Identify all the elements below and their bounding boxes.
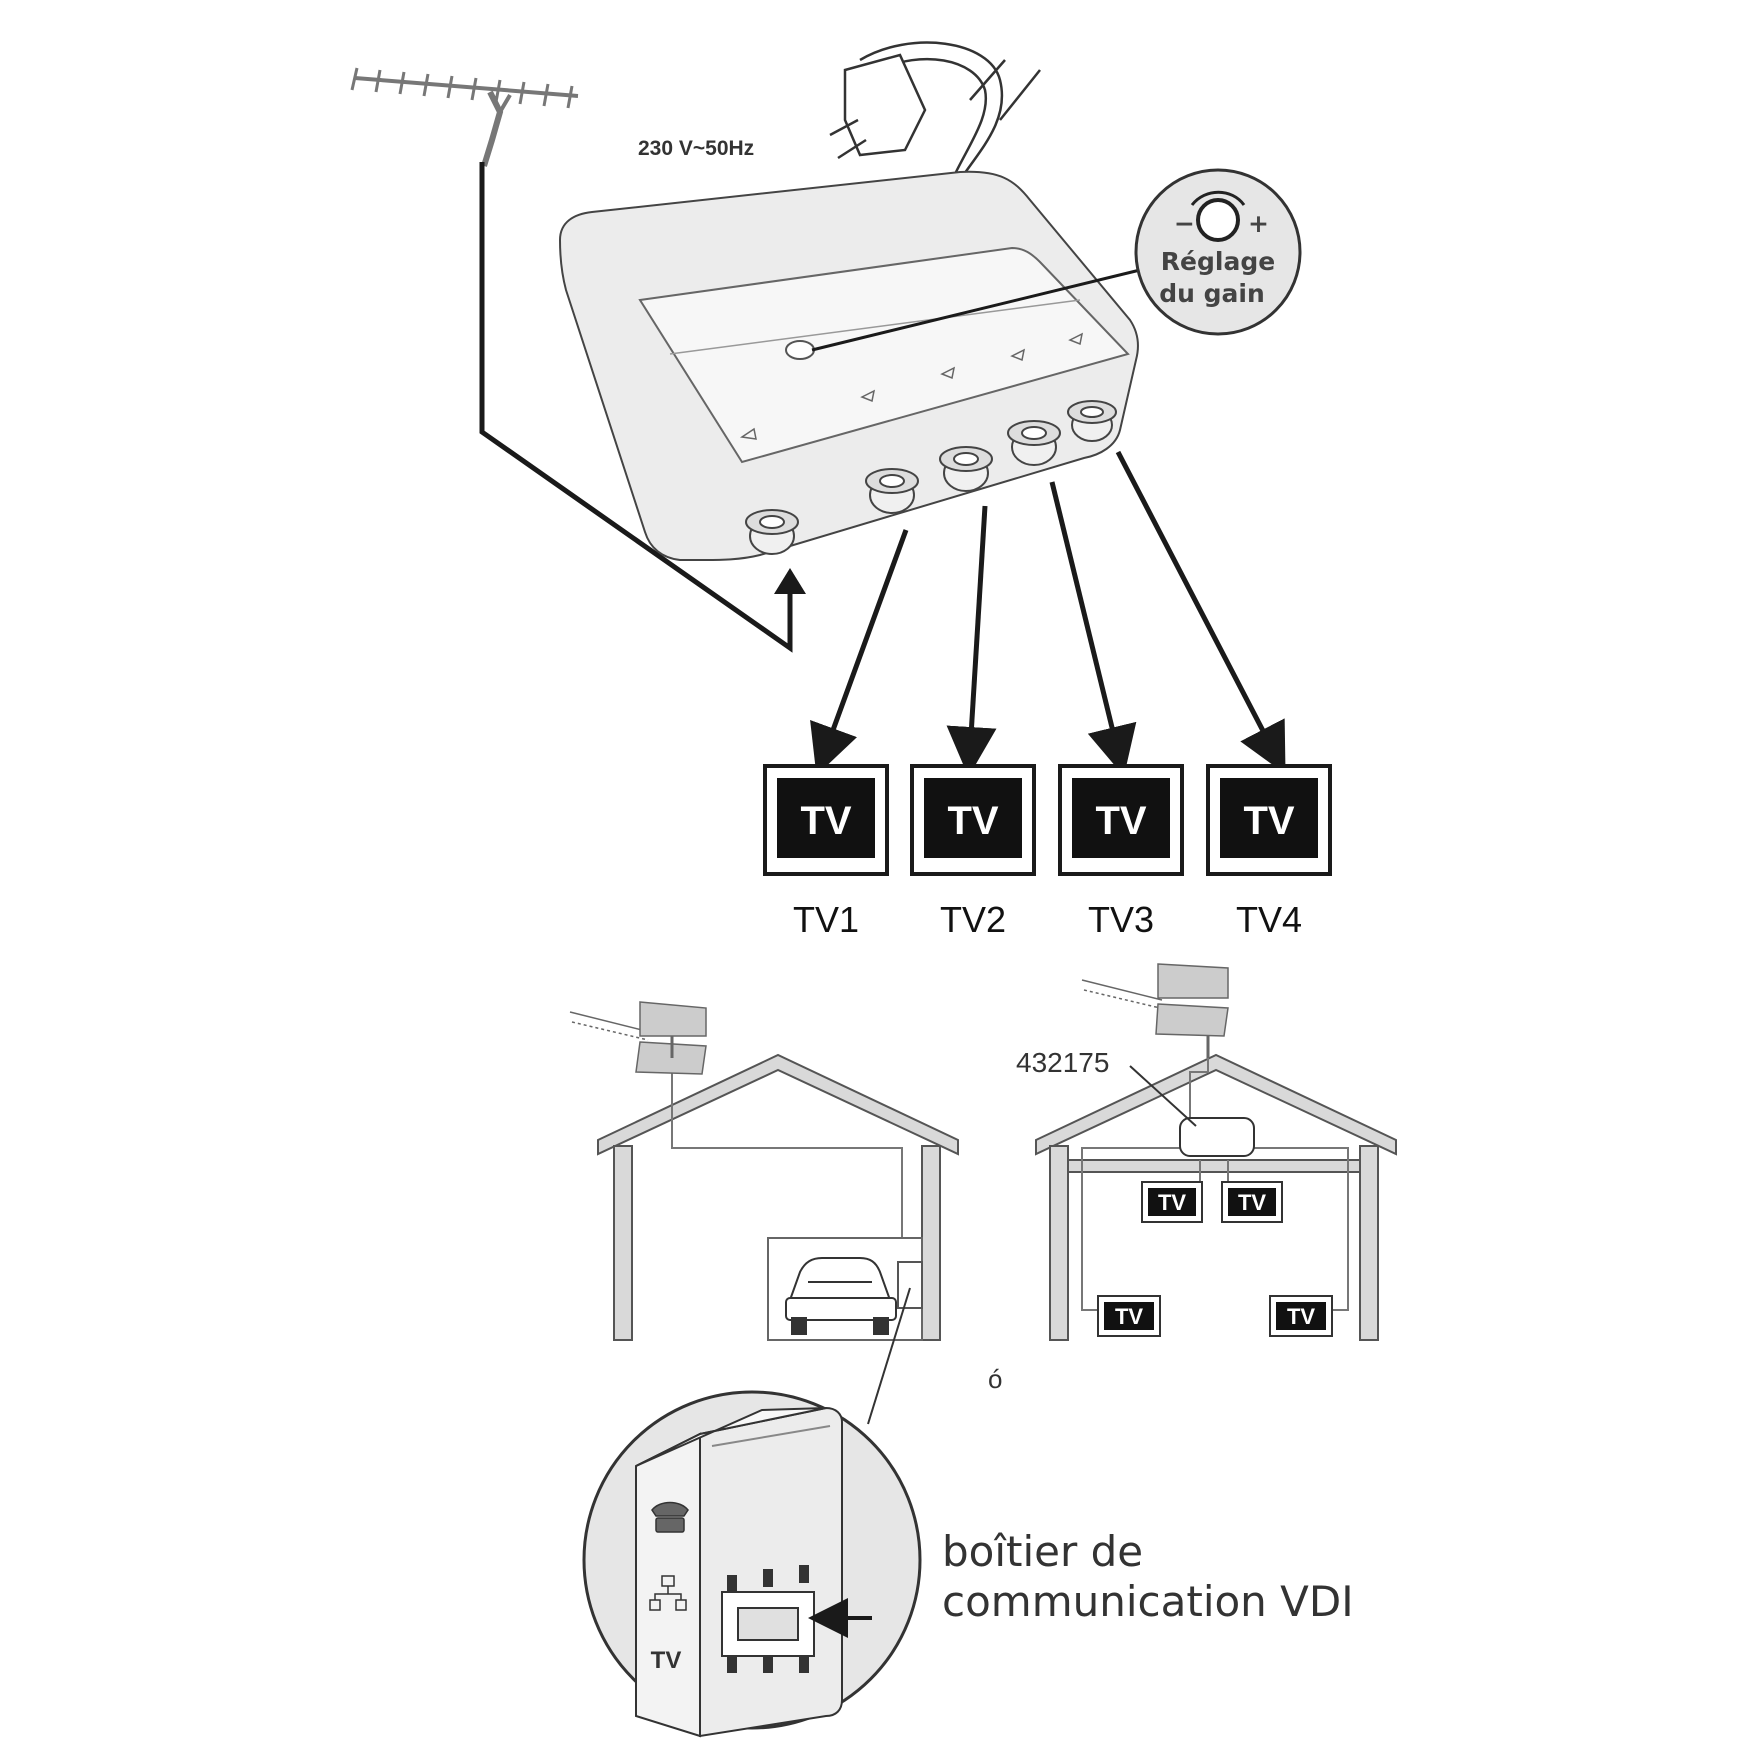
svg-text:TV: TV [1158, 1190, 1186, 1215]
tv-screen-label: TV [947, 799, 998, 843]
gain-callout-line [811, 268, 1141, 352]
svg-text:TV: TV [1287, 1304, 1315, 1329]
f-connector-out-1 [865, 468, 919, 514]
network-icon [649, 1575, 687, 1611]
car-icon [785, 1257, 897, 1335]
f-connector-input [745, 509, 799, 555]
house-right [1035, 1053, 1397, 1341]
gain-label-line1: Réglage [1161, 247, 1275, 276]
output-arrow-4 [1115, 450, 1286, 775]
vdi-box [635, 1406, 843, 1738]
f-connector-out-3 [1007, 420, 1061, 466]
gain-label-line2: du gain [1159, 279, 1265, 308]
tv-screen-label: TV [1095, 799, 1146, 843]
reference-callout-line [1129, 1065, 1197, 1127]
tv-screen-label: TV [800, 799, 851, 843]
room-tv-3: TV [1097, 1295, 1161, 1337]
room-tv-4: TV [1269, 1295, 1333, 1337]
right-house-antenna-icon [1081, 963, 1229, 1058]
gain-arc-icon [1190, 190, 1246, 206]
input-arrow-icon [774, 568, 806, 594]
tv-amplifier [558, 170, 1139, 561]
f-connector-out-2 [939, 446, 993, 492]
house-left [597, 1053, 959, 1341]
stray-mark: ó [988, 1364, 1002, 1394]
tv-set-4: TV TV4 [1206, 764, 1332, 940]
f-connector-out-4 [1067, 400, 1117, 442]
output-arrow-3 [1049, 481, 1137, 777]
power-plug-icon [829, 41, 1041, 181]
tv-caption: TV2 [940, 899, 1006, 940]
vdi-box-tv-label: TV [651, 1647, 682, 1674]
gain-knob-icon [1196, 198, 1240, 242]
gain-plus-symbol: + [1248, 209, 1269, 238]
gain-adjust-callout: − + Réglage du gain [1134, 168, 1302, 336]
tv-caption: TV1 [793, 899, 859, 940]
output-arrow-1 [810, 529, 909, 776]
amplifier-reference: 432175 [1016, 1047, 1109, 1078]
gain-minus-symbol: − [1174, 209, 1195, 238]
antenna-icon [350, 67, 579, 167]
tv-caption: TV3 [1088, 899, 1154, 940]
vdi-caption-line1: boîtier de [942, 1527, 1143, 1576]
left-house-antenna-icon [569, 1001, 707, 1075]
tv-set-3: TV TV3 [1058, 764, 1184, 940]
svg-text:TV: TV [1238, 1190, 1266, 1215]
tv-set-1: TV TV1 [763, 764, 889, 940]
voltage-label: 230 V~50Hz [638, 137, 754, 160]
output-arrow-2 [946, 505, 997, 777]
room-tv-1: TV [1141, 1181, 1203, 1223]
room-tv-2: TV [1221, 1181, 1283, 1223]
vdi-wall-box [897, 1261, 923, 1309]
vdi-caption-line2: communication VDI [942, 1577, 1354, 1626]
svg-text:TV: TV [1115, 1304, 1143, 1329]
phone-icon [651, 1501, 689, 1533]
tv-screen-label: TV [1243, 799, 1294, 843]
tv-caption: TV4 [1236, 899, 1302, 940]
attic-amplifier [1179, 1117, 1255, 1157]
vdi-callout-line [867, 1287, 911, 1425]
antenna-cable [479, 162, 793, 653]
tv-set-2: TV TV2 [910, 764, 1036, 940]
